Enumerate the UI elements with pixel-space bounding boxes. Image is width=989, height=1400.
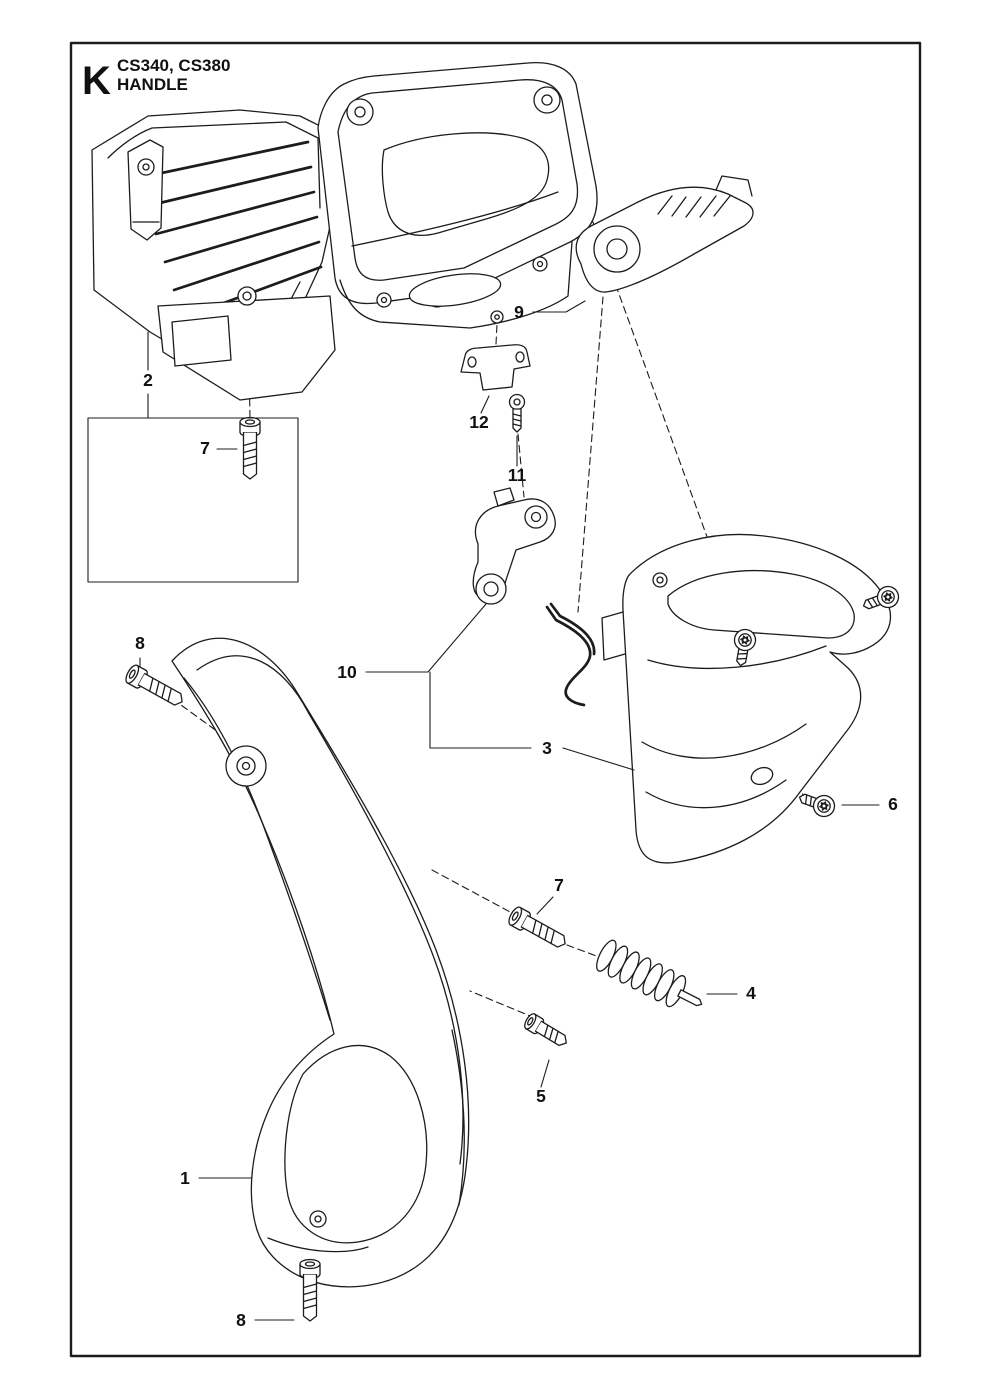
group-box-item-7 <box>87 417 299 583</box>
part-screw-11 <box>508 393 526 433</box>
callout-8-bottom: 8 <box>236 1310 246 1330</box>
leader-lines <box>87 300 880 1321</box>
part-clamp-bracket <box>460 344 531 391</box>
part-rear-handle <box>601 533 903 864</box>
part-screw-5 <box>521 1011 572 1051</box>
section-letter: K <box>82 59 111 103</box>
callout-11: 11 <box>508 465 527 485</box>
callout-4: 4 <box>746 983 756 1003</box>
callout-8-top: 8 <box>135 633 145 653</box>
diagram-header: K CS340, CS380 HANDLE <box>82 56 230 103</box>
rear-handle-screw-bottom <box>795 786 839 821</box>
part-front-handle <box>171 637 470 1288</box>
callout-10: 10 <box>337 662 357 682</box>
section-title: HANDLE <box>117 75 188 94</box>
part-top-handle-assembly <box>91 62 598 401</box>
callout-3: 3 <box>542 738 552 758</box>
callout-5: 5 <box>536 1086 546 1106</box>
callout-6: 6 <box>888 794 898 814</box>
callout-2: 2 <box>143 370 153 390</box>
part-torsion-spring <box>545 602 596 707</box>
callout-1: 1 <box>180 1168 190 1188</box>
part-trigger-bracket <box>472 487 556 605</box>
model-numbers: CS340, CS380 <box>117 56 230 75</box>
part-throttle-trigger <box>575 175 754 293</box>
callout-9: 9 <box>514 302 524 322</box>
callout-labels: 2 7 8 9 12 11 10 3 6 7 4 5 1 8 <box>135 302 898 1330</box>
diagram-border <box>69 41 922 1358</box>
callout-7-mid: 7 <box>554 875 564 895</box>
callout-7-top: 7 <box>200 438 210 458</box>
part-screw-7-top <box>239 416 261 480</box>
part-spring <box>596 939 703 1008</box>
part-screw-8-bottom <box>299 1258 321 1322</box>
callout-12: 12 <box>469 412 489 432</box>
